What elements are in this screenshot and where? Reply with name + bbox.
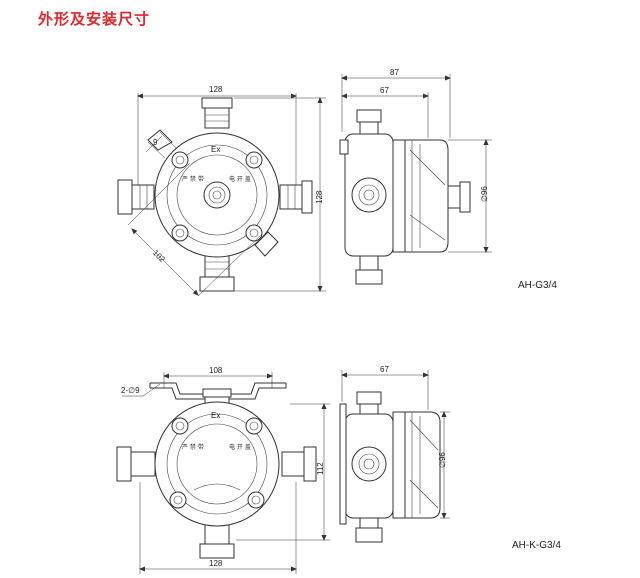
svg-text:87: 87 — [390, 68, 399, 77]
cover-bolt — [171, 224, 189, 242]
dimension-diameter: ∅96 — [448, 139, 492, 253]
warning-plate-left: 严 禁 带 — [182, 175, 204, 183]
mounting-bracket-side — [339, 403, 347, 525]
dimension-body: 67 — [341, 86, 429, 138]
top-front-view: Ex 严 禁 带 电 开 盖 128 128 9 — [117, 85, 326, 297]
side-entry — [351, 177, 387, 213]
warning-plate-right: 电 开 盖 — [229, 443, 251, 451]
dimension-bracket: 108 — [163, 366, 273, 388]
svg-text:2-∅9: 2-∅9 — [121, 386, 140, 395]
ex-mark: Ex — [211, 145, 220, 154]
right-entry-fitting — [279, 180, 313, 214]
page-title: 外形及安装尺寸 — [38, 10, 151, 28]
warning-plate-right: 电 开 盖 — [229, 175, 251, 183]
cover-bolt — [247, 491, 265, 509]
center-boss — [203, 181, 231, 209]
svg-text:∅96: ∅96 — [480, 186, 489, 202]
dimension-bolt: 9 — [145, 131, 177, 159]
side-entry — [351, 446, 387, 482]
enclosure-cover — [176, 423, 258, 505]
svg-text:112: 112 — [316, 462, 325, 475]
cover-bolt — [245, 224, 263, 242]
dimension-diameter: ∅96 — [438, 411, 450, 519]
dimension-height: 112 — [236, 403, 330, 541]
svg-text:∅96: ∅96 — [438, 452, 447, 468]
top-entry-fitting — [201, 97, 233, 129]
dimension-height: 128 — [234, 97, 326, 292]
bottom-front-view: Ex 严 禁 带 电 开 盖 108 2-∅9 112 — [116, 366, 330, 574]
cover-bolt — [171, 417, 189, 435]
left-entry-fitting — [117, 179, 155, 215]
svg-text:128: 128 — [315, 190, 324, 204]
svg-text:128: 128 — [209, 559, 223, 568]
model-label-top: AH-G3/4 — [518, 280, 557, 291]
mounting-lug-top-left — [147, 129, 173, 151]
svg-text:67: 67 — [380, 365, 389, 374]
side-cover — [404, 411, 441, 519]
svg-text:128: 128 — [209, 85, 223, 94]
dimension-body: 67 — [341, 365, 429, 410]
dimension-holes: 2-∅9 — [121, 383, 161, 397]
cover-bolt — [245, 417, 263, 435]
cover-bolt — [169, 491, 187, 509]
dimension-width: 128 — [137, 85, 297, 185]
enclosure-cover — [166, 144, 268, 246]
cover-bolt — [245, 151, 263, 169]
bottom-side-view: 67 ∅96 — [339, 365, 450, 543]
top-side-view: 87 67 ∅96 — [339, 68, 492, 285]
svg-text:67: 67 — [380, 86, 389, 95]
svg-text:108: 108 — [209, 366, 223, 375]
svg-text:9: 9 — [153, 138, 158, 147]
enclosure-body — [154, 401, 280, 527]
dimension-overall: 87 — [341, 68, 451, 138]
cover-bolt — [171, 151, 189, 169]
dimension-width: 128 — [139, 482, 297, 574]
bottom-entry-fitting — [199, 254, 235, 292]
ex-mark: Ex — [211, 411, 220, 420]
side-cover — [404, 139, 449, 253]
model-label-bottom: AH-K-G3/4 — [512, 540, 561, 551]
warning-plate-left: 严 禁 带 — [182, 443, 204, 451]
